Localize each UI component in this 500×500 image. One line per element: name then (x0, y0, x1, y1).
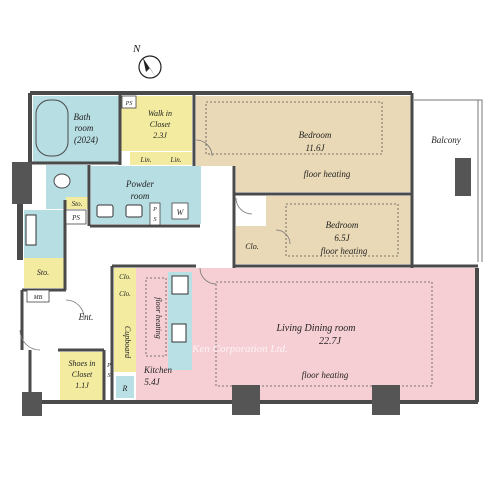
bath-label: Bath (74, 112, 91, 122)
bedroom1-size: 11.6J (305, 143, 325, 153)
powder-room-label-2: room (131, 191, 150, 201)
walk-in-closet-label-2: Closet (150, 120, 171, 129)
kitchen-label: Kitchen (143, 365, 172, 375)
r-cabinet-fill (116, 376, 134, 398)
column (22, 392, 42, 416)
kitchen-sink-icon (171, 323, 187, 343)
ps-vertical-box (149, 202, 161, 226)
linen-fill (130, 152, 192, 165)
mb-box (26, 289, 50, 303)
cupboard-label: Cupboard (123, 326, 132, 359)
living-dining-fill (196, 268, 475, 400)
bath-label-2: room (75, 123, 94, 133)
bedroom2-heating-area (285, 203, 399, 257)
column (232, 385, 260, 415)
washer-box (171, 202, 189, 220)
balcony (414, 99, 483, 262)
walk-in-closet-size: 2.3J (153, 131, 167, 140)
kitchen-heating-label: floor heating (154, 297, 163, 339)
walk-in-closet-label: Walk in (148, 109, 172, 118)
cupboard-fill (114, 268, 136, 372)
door-swing (275, 229, 291, 245)
shoes-closet-fill (60, 352, 103, 400)
watermark: Ken Corporation Ltd. (191, 343, 288, 355)
bedroom1-note: floor heating (304, 169, 351, 179)
kitchen-size: 5.4J (144, 377, 160, 387)
toilet-icon (53, 173, 71, 189)
clo-bedroom2-label: Clo. (245, 242, 259, 251)
compass-north-arrow-icon (138, 55, 162, 79)
columns (12, 158, 471, 416)
living-heating-area (215, 281, 433, 387)
stove-icon (171, 275, 189, 295)
p-label-2: P (106, 363, 111, 369)
clo-kitchen-label-2: Clo. (119, 290, 131, 298)
s-label-2: S (108, 373, 111, 379)
compass-north-label: N (132, 43, 141, 55)
living-dining-size: 22.7J (319, 336, 342, 347)
clo-bedroom2-fill (236, 226, 266, 264)
shoes-closet-size: 1.1J (75, 381, 89, 390)
bedroom1-heating-area (205, 101, 383, 155)
ps-box-2 (65, 209, 87, 225)
shoes-closet-label-2: Closet (72, 370, 93, 379)
balcony-label: Balcony (431, 135, 461, 145)
bedroom1-fill (196, 96, 411, 166)
compass-needle (143, 58, 157, 79)
floor-heating-areas (145, 101, 433, 387)
washer-label: W (177, 208, 185, 217)
door-swing (65, 299, 85, 319)
clo-kitchen-label-1: Clo. (119, 273, 131, 281)
ps-label-2: PS (71, 214, 80, 222)
door-swing (235, 197, 253, 215)
bedroom2-fill (266, 196, 411, 264)
door-swing (19, 329, 41, 351)
sto-left-fill (24, 258, 64, 288)
room-fills (24, 96, 475, 400)
kitchen-heating-area (145, 277, 167, 357)
bath-note: (2024) (74, 135, 98, 145)
sto-small-fill (66, 197, 88, 209)
column (455, 158, 471, 196)
bedroom1-ext-fill (236, 166, 411, 192)
ps-label: PS (125, 101, 133, 107)
sto-label: Sto. (37, 268, 49, 277)
bath-fill (33, 96, 119, 162)
bedroom2-label: Bedroom (326, 220, 359, 230)
balcony-outline (414, 99, 483, 262)
bathtub-icon (35, 99, 69, 157)
room-labels: Bath room (2024) PS Walk in Closet 2.3J … (33, 101, 461, 393)
s-label: S (154, 217, 157, 223)
shoes-closet-label: Shoes in (69, 359, 96, 368)
living-dining-note: floor heating (302, 370, 349, 380)
powder-room-label: Powder (125, 179, 154, 189)
washroom-sink-icon (25, 214, 37, 246)
column (12, 162, 32, 204)
ps-box (121, 95, 137, 109)
p-label: P (152, 207, 157, 213)
compass: N (132, 43, 162, 79)
bedroom2-note: floor heating (321, 246, 368, 256)
sink-icon (96, 204, 114, 218)
sto-small-label: Sto. (72, 200, 83, 208)
bedroom2-size: 6.5J (334, 233, 350, 243)
mb-label: MB (33, 295, 43, 301)
doors (19, 139, 291, 351)
door-swing (199, 267, 217, 285)
lin-label-1: Lin. (139, 156, 151, 164)
lin-label-2: Lin. (169, 156, 181, 164)
living-dining-label: Living Dining room (275, 323, 355, 334)
small-boxes (26, 95, 189, 303)
column (372, 385, 400, 415)
bedroom1-label: Bedroom (299, 130, 332, 140)
sink-icon (125, 204, 143, 218)
r-label: R (122, 384, 128, 393)
door-swing (195, 139, 213, 157)
entrance-label: Ent. (78, 312, 94, 322)
